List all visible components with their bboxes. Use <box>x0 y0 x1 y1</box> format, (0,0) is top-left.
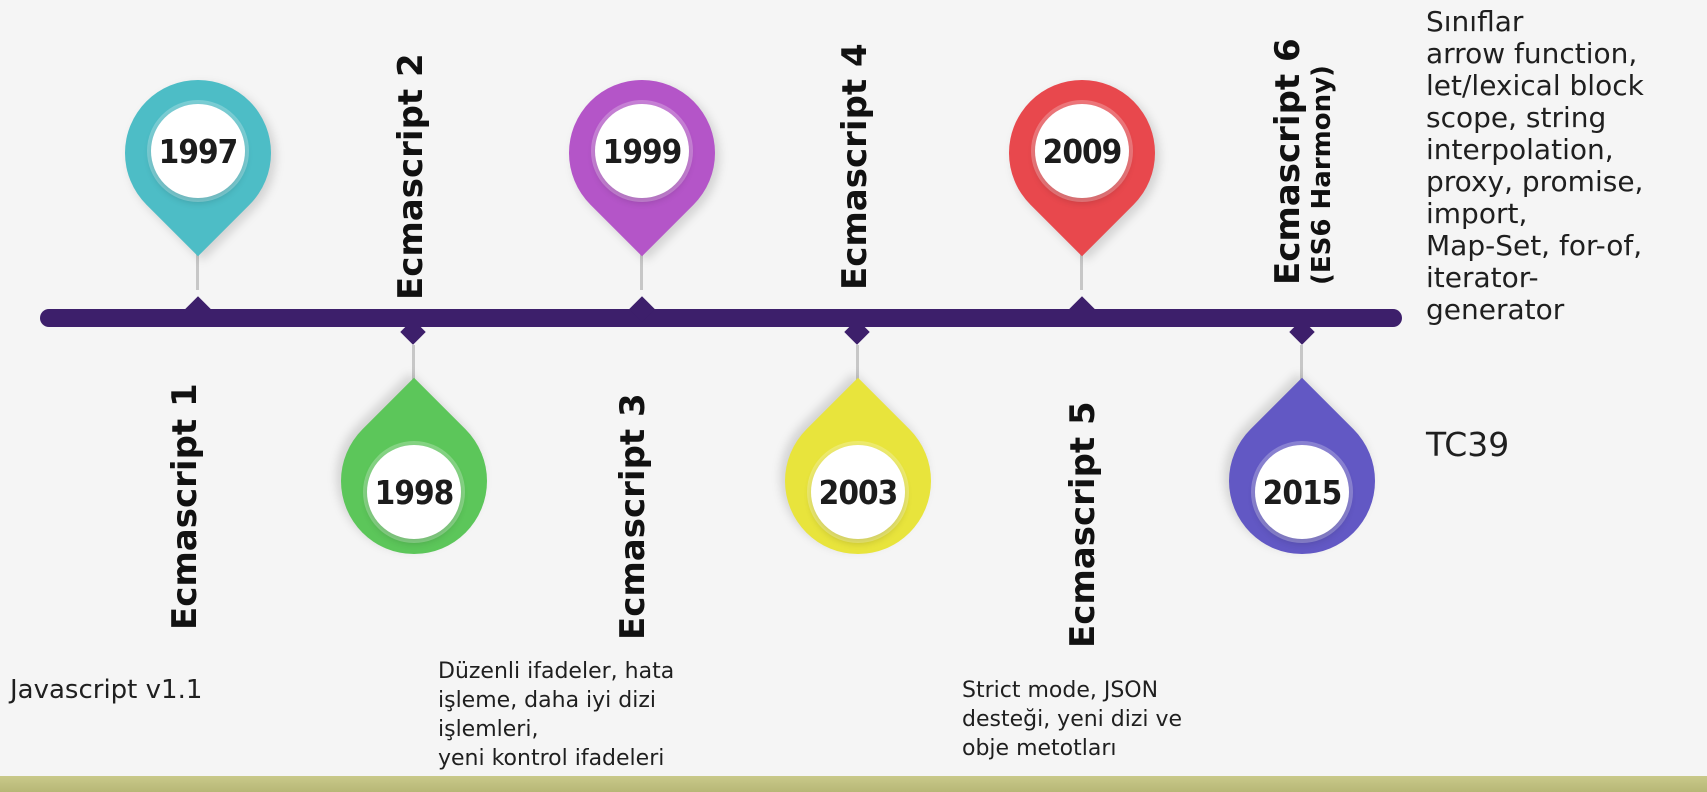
year-badge: 1997 <box>151 104 245 198</box>
description-line: işleme, daha iyi dizi <box>438 688 657 713</box>
footer-band <box>0 776 1707 792</box>
connector-stem <box>1080 250 1083 290</box>
connector-stem <box>1300 345 1303 387</box>
year-label: 1998 <box>374 472 455 512</box>
edition-text: Ecmascript 6 <box>1268 38 1308 285</box>
description-line: scope, string <box>1426 101 1607 134</box>
edition-label: Ecmascript 6 (ES6 Harmony) <box>1268 38 1337 285</box>
description-line: Map-Set, for-of, <box>1426 229 1643 262</box>
description-2015: Sınıflar arrow function, let/lexical blo… <box>1426 6 1644 326</box>
description-line: Sınıflar <box>1426 5 1524 38</box>
description-line: Strict mode, JSON <box>962 678 1159 703</box>
edition-text: Ecmascript 2 <box>391 53 431 300</box>
description-line: import, <box>1426 197 1528 230</box>
description-line: desteği, yeni dizi ve <box>962 707 1183 732</box>
connector-stem <box>856 345 859 387</box>
description-line: obje metotları <box>962 736 1117 761</box>
committee-label: TC39 <box>1426 425 1510 464</box>
description-line: interpolation, <box>1426 133 1614 166</box>
edition-text: Ecmascript 4 <box>835 43 875 290</box>
edition-label: Ecmascript 5 <box>1063 401 1103 648</box>
timeline-axis <box>40 309 1402 327</box>
year-badge: 1998 <box>367 445 461 539</box>
edition-label: Ecmascript 1 <box>165 383 205 630</box>
description-line: işlemleri, <box>438 717 539 742</box>
edition-label: Ecmascript 3 <box>613 393 653 640</box>
year-label: 2009 <box>1042 131 1123 171</box>
description-1997: Javascript v1.1 <box>10 675 203 705</box>
connector-stem <box>412 345 415 387</box>
edition-text: Ecmascript 5 <box>1063 401 1103 648</box>
year-badge: 1999 <box>595 104 689 198</box>
description-line: Düzenli ifadeler, hata <box>438 659 675 684</box>
description-2009: Strict mode, JSON desteği, yeni dizi ve … <box>962 676 1182 763</box>
edition-text: Ecmascript 1 <box>165 383 205 630</box>
description-line: let/lexical block <box>1426 69 1644 102</box>
connector-stem <box>196 250 199 290</box>
year-label: 1997 <box>158 131 239 171</box>
description-1999: Düzenli ifadeler, hata işleme, daha iyi … <box>438 657 674 773</box>
edition-text: Ecmascript 3 <box>613 393 653 640</box>
year-label: 2003 <box>818 472 899 512</box>
year-badge: 2009 <box>1035 104 1129 198</box>
year-badge: 2015 <box>1255 445 1349 539</box>
edition-subtitle: (ES6 Harmony) <box>1307 65 1337 285</box>
edition-label: Ecmascript 4 <box>835 43 875 290</box>
year-label: 2015 <box>1262 472 1343 512</box>
description-line: generator <box>1426 293 1565 326</box>
year-label: 1999 <box>602 131 683 171</box>
edition-label: Ecmascript 2 <box>391 53 431 300</box>
description-line: iterator- <box>1426 261 1539 294</box>
year-badge: 2003 <box>811 445 905 539</box>
description-line: yeni kontrol ifadeleri <box>438 746 665 771</box>
description-line: arrow function, <box>1426 37 1638 70</box>
description-line: proxy, promise, <box>1426 165 1644 198</box>
connector-stem <box>640 250 643 290</box>
